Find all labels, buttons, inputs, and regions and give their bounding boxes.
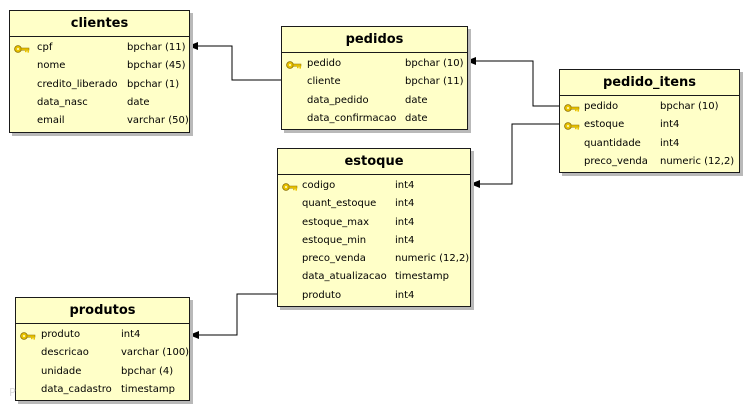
- column-name: credito_liberado: [37, 78, 118, 90]
- column-row[interactable]: credito_liberado bpchar (1): [10, 76, 189, 94]
- key-icon: [20, 330, 36, 340]
- column-row[interactable]: cliente bpchar (11): [282, 73, 467, 91]
- column-row[interactable]: data_cadastro timestamp: [16, 381, 189, 399]
- column-row[interactable]: cpf bpchar (11): [10, 39, 189, 57]
- relation-pedidos-clientes: [188, 42, 281, 81]
- column-row[interactable]: data_atualizacao timestamp: [278, 268, 470, 286]
- column-type: numeric (12,2): [395, 253, 470, 265]
- column-name: descricao: [41, 347, 89, 359]
- column-type: numeric (12,2): [660, 155, 735, 167]
- column-name: pedido: [584, 101, 619, 112]
- column-row[interactable]: produto int4: [278, 287, 470, 305]
- column-row[interactable]: descricao varchar (100): [16, 344, 189, 362]
- column-name: data_pedido: [307, 94, 369, 106]
- column-name: estoque_min: [302, 234, 367, 246]
- key-icon: [282, 181, 298, 191]
- column-name: estoque: [584, 119, 625, 131]
- watermark: P: [9, 386, 16, 399]
- column-type: date: [405, 112, 428, 124]
- column-name: pedido: [307, 58, 342, 69]
- column-type: bpchar (1): [127, 78, 180, 90]
- column-row[interactable]: nome bpchar (45): [10, 57, 189, 75]
- table-pedido-itens[interactable]: pedido_itens pedido bpchar (10) estoque int…: [559, 69, 740, 173]
- column-row[interactable]: produto int4: [16, 326, 189, 344]
- column-row[interactable]: email varchar (50): [10, 112, 189, 130]
- key-icon: [286, 59, 302, 69]
- table-title: pedidos: [282, 27, 467, 53]
- column-name: data_atualizacao: [302, 271, 387, 283]
- key-icon: [564, 102, 580, 112]
- column-type: bpchar (11): [405, 76, 464, 88]
- column-type: bpchar (10): [660, 101, 719, 112]
- column-name: preco_venda: [302, 253, 366, 265]
- column-row[interactable]: estoque_max int4: [278, 214, 470, 232]
- column-row[interactable]: data_confirmacao date: [282, 110, 467, 128]
- column-type: bpchar (45): [127, 60, 186, 72]
- table-pedidos[interactable]: pedidos pedido bpchar (10) cliente bpchar (…: [281, 26, 468, 130]
- column-type: timestamp: [121, 383, 175, 395]
- table-title: estoque: [278, 149, 470, 175]
- column-type: date: [405, 94, 428, 106]
- column-name: produto: [41, 329, 81, 340]
- column-name: preco_venda: [584, 155, 648, 167]
- column-type: int4: [395, 289, 415, 301]
- column-name: cpf: [37, 42, 53, 53]
- column-row[interactable]: unidade bpchar (4): [16, 363, 189, 381]
- column-type: int4: [121, 329, 141, 340]
- column-name: nome: [37, 60, 66, 72]
- column-type: varchar (50): [127, 115, 189, 127]
- column-type: timestamp: [395, 271, 449, 283]
- column-row[interactable]: preco_venda numeric (12,2): [560, 153, 739, 171]
- relation-pedido-itens-estoque: [470, 123, 559, 188]
- column-row[interactable]: data_nasc date: [10, 94, 189, 112]
- column-row[interactable]: estoque_min int4: [278, 232, 470, 250]
- column-type: date: [127, 96, 150, 108]
- table-clientes[interactable]: clientes cpf bpchar (11) nome bpchar (45) cr…: [9, 10, 190, 133]
- relation-estoque-produtos: [189, 293, 277, 339]
- table-title: clientes: [10, 11, 189, 37]
- key-icon: [564, 120, 580, 131]
- key-icon: [14, 43, 30, 53]
- table-title: produtos: [16, 298, 189, 324]
- table-title: pedido_itens: [560, 70, 739, 96]
- column-name: estoque_max: [302, 216, 370, 228]
- column-row[interactable]: data_pedido date: [282, 92, 467, 110]
- column-row[interactable]: codigo int4: [278, 177, 470, 195]
- column-row[interactable]: pedido bpchar (10): [560, 98, 739, 116]
- column-name: quantidade: [584, 137, 641, 149]
- relation-pedido-itens-pedidos: [466, 57, 559, 107]
- column-name: email: [37, 115, 65, 127]
- column-type: bpchar (11): [127, 42, 186, 53]
- table-produtos[interactable]: produtos produto int4 descricao varchar (10…: [15, 297, 190, 401]
- column-row[interactable]: preco_venda numeric (12,2): [278, 250, 470, 268]
- column-name: produto: [302, 289, 342, 301]
- column-type: bpchar (4): [121, 365, 174, 377]
- column-name: quant_estoque: [302, 198, 377, 210]
- column-type: varchar (100): [121, 347, 190, 359]
- column-row[interactable]: quantidade int4: [560, 135, 739, 153]
- column-type: int4: [395, 234, 415, 246]
- column-name: codigo: [302, 180, 336, 191]
- column-row[interactable]: quant_estoque int4: [278, 195, 470, 213]
- column-type: int4: [395, 180, 415, 191]
- column-row[interactable]: pedido bpchar (10): [282, 55, 467, 73]
- column-name: unidade: [41, 365, 82, 377]
- column-type: int4: [660, 119, 680, 131]
- column-name: data_cadastro: [41, 383, 112, 395]
- column-name: data_nasc: [37, 96, 88, 108]
- column-type: bpchar (10): [405, 58, 464, 69]
- column-type: int4: [395, 198, 415, 210]
- column-name: data_confirmacao: [307, 112, 397, 124]
- column-name: cliente: [307, 76, 341, 88]
- column-type: int4: [395, 216, 415, 228]
- column-row[interactable]: estoque int4: [560, 116, 739, 134]
- column-type: int4: [660, 137, 680, 149]
